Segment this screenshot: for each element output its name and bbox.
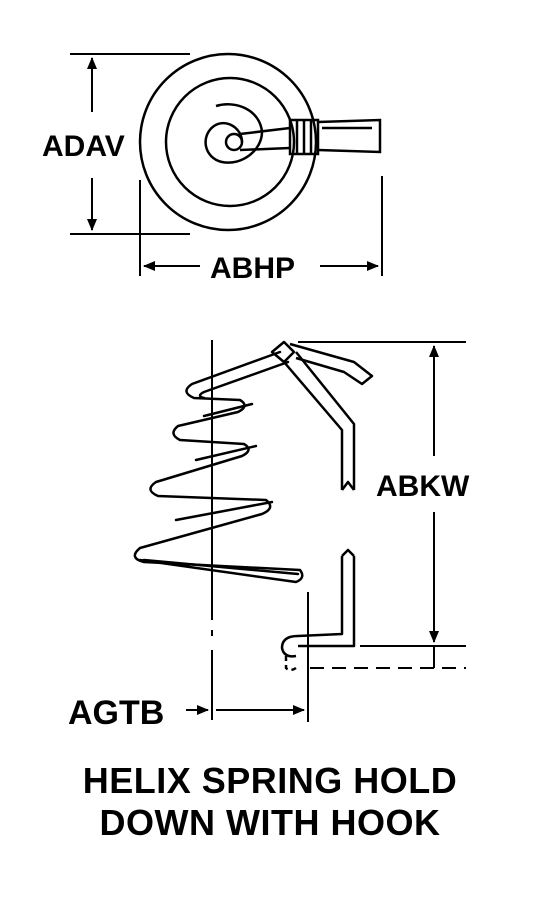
agtb-label: AGTB [68,694,164,732]
adav-dimension [70,53,190,235]
adav-label: ADAV [42,130,125,163]
agtb-dimension [186,592,309,722]
abhp-label: ABHP [210,252,295,285]
top-view [138,52,382,232]
abkw-label: ABKW [376,470,470,503]
spring-leg [270,340,374,672]
caption-line-1: HELIX SPRING HOLD [82,760,458,801]
inner-spiral [204,103,264,164]
helix-coils [133,350,304,584]
hook-curl [280,634,299,658]
abkw-dimension [298,341,466,669]
caption-line-2: DOWN WITH HOOK [99,802,441,843]
abhp-dimension [139,176,383,276]
outer-coil-circle [138,52,318,232]
hub-circle [224,132,244,152]
diagram-caption: HELIX SPRING HOLD DOWN WITH HOOK [0,760,540,844]
middle-coil-circle [164,76,296,208]
hook-clip [288,118,382,156]
